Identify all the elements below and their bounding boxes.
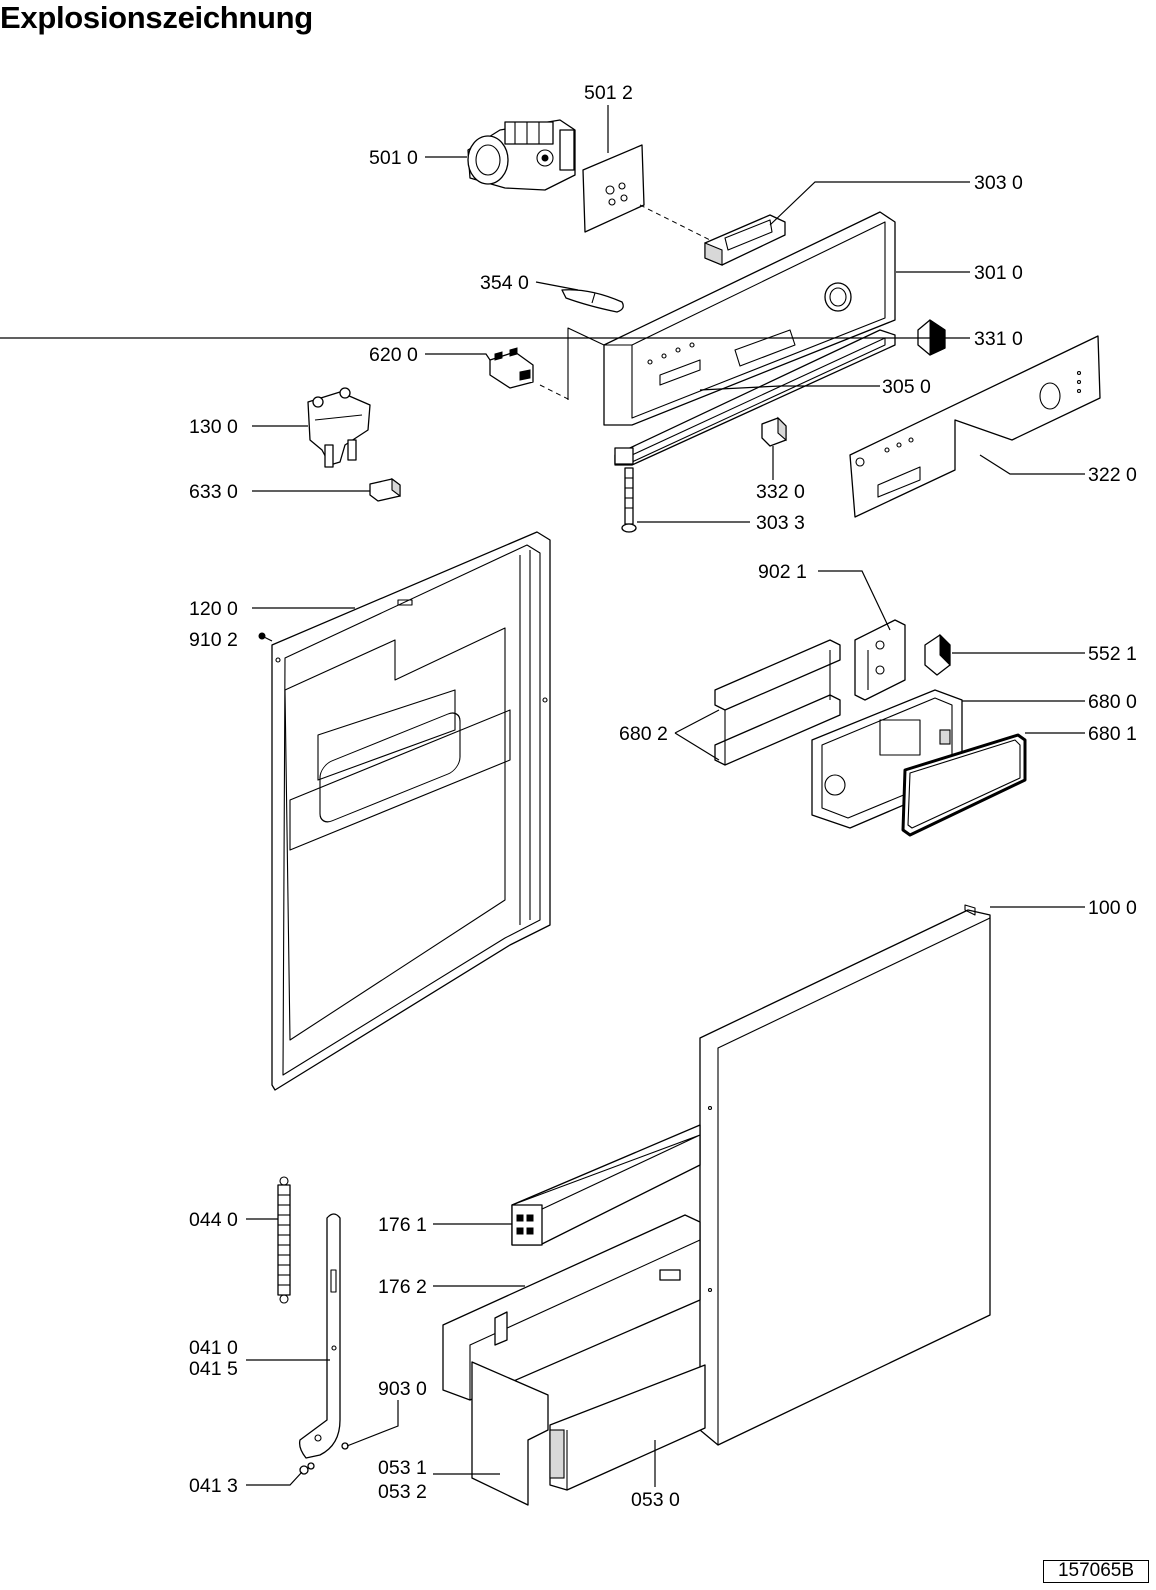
part-680-2-frame — [714, 639, 841, 766]
part-620-0-switch — [489, 347, 534, 389]
callout-041-5: 041 5 — [189, 1358, 238, 1380]
callout-680-0: 680 0 — [1088, 691, 1137, 713]
callout-041-3: 041 3 — [189, 1475, 238, 1497]
part-322-0-decor-panel — [849, 335, 1101, 518]
part-501-2-plate — [582, 144, 645, 233]
callout-902-1: 902 1 — [758, 561, 807, 583]
part-354-0-lamp — [561, 289, 624, 313]
part-100-0-outer-door — [699, 904, 991, 1446]
part-910-2-screw — [258, 632, 273, 642]
part-callouts: 501 2 501 0 303 0 301 0 354 0 331 0 620 … — [189, 82, 1137, 1511]
callout-633-0: 633 0 — [189, 481, 238, 503]
callout-332-0: 332 0 — [756, 481, 805, 503]
callout-130-0: 130 0 — [189, 416, 238, 438]
callout-176-2: 176 2 — [378, 1276, 427, 1298]
callout-903-0: 903 0 — [378, 1378, 427, 1400]
callout-100-0: 100 0 — [1088, 897, 1137, 919]
callout-053-1: 053 1 — [378, 1457, 427, 1479]
callout-680-1: 680 1 — [1088, 723, 1137, 745]
part-552-1-clip — [924, 633, 951, 676]
callout-910-2: 910 2 — [189, 629, 238, 651]
part-120-0-inner-door — [271, 531, 551, 1091]
callout-501-0: 501 0 — [369, 147, 418, 169]
document-id-box: 157065B — [1043, 1560, 1149, 1583]
part-176-1-bar — [511, 1124, 701, 1246]
callout-305-0: 305 0 — [882, 376, 931, 398]
callout-680-2: 680 2 — [619, 723, 668, 745]
callout-303-3: 303 3 — [756, 512, 805, 534]
callout-041-0: 041 0 — [189, 1337, 238, 1359]
callout-301-0: 301 0 — [974, 262, 1023, 284]
part-633-0-block — [369, 477, 401, 502]
part-305-0-rail — [614, 329, 896, 466]
part-303-0-handle — [704, 214, 786, 266]
callout-044-0: 044 0 — [189, 1209, 238, 1231]
part-044-0-spring — [277, 1176, 291, 1304]
leader-lines — [0, 105, 1085, 1487]
part-680-1-gasket — [901, 733, 1027, 837]
part-130-0-lock — [307, 387, 371, 468]
callout-331-0: 331 0 — [974, 328, 1023, 350]
part-332-0-button — [761, 416, 787, 447]
part-176-2-bar — [442, 1214, 701, 1401]
callout-354-0: 354 0 — [480, 272, 529, 294]
callout-322-0: 322 0 — [1088, 464, 1137, 486]
part-501-0-timer — [467, 119, 576, 191]
part-053-0-kick-plate — [549, 1364, 706, 1491]
callout-053-2: 053 2 — [378, 1481, 427, 1503]
part-041-0-hinge-arm — [298, 1213, 341, 1459]
callout-552-1: 552 1 — [1088, 643, 1137, 665]
callout-303-0: 303 0 — [974, 172, 1023, 194]
part-053-1-end-cap — [471, 1361, 549, 1506]
part-301-0-control-panel — [603, 211, 896, 426]
callout-120-0: 120 0 — [189, 598, 238, 620]
part-303-3-screw — [621, 467, 637, 533]
callout-176-1: 176 1 — [378, 1214, 427, 1236]
page-title: Explosionszeichnung — [0, 0, 313, 35]
callout-620-0: 620 0 — [369, 344, 418, 366]
callout-501-2: 501 2 — [584, 82, 633, 104]
callout-053-0: 053 0 — [631, 1489, 680, 1511]
part-902-1-bracket — [854, 619, 906, 701]
